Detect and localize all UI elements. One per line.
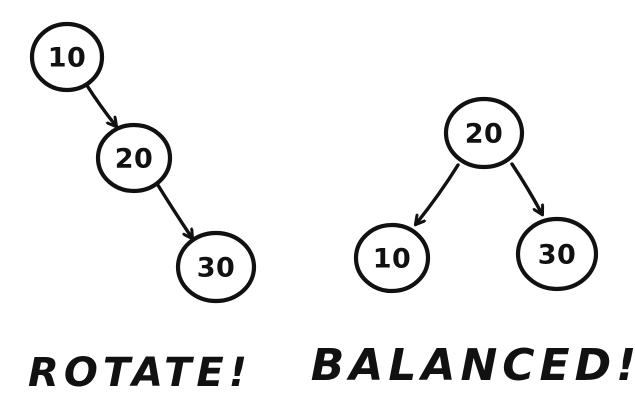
edge-20-to-30	[154, 180, 192, 238]
node-circle	[353, 222, 431, 294]
node-label: 10	[48, 43, 87, 74]
unbalanced-tree: 10 20 30 ROTATE!	[28, 21, 257, 396]
edge-10-to-20	[84, 82, 116, 126]
node-10: 10	[29, 21, 105, 93]
node-circle	[515, 216, 599, 292]
node-label: 20	[465, 119, 504, 150]
balanced-caption: BALANCED!	[311, 340, 635, 391]
node-circle	[443, 96, 525, 170]
node-30: 30	[515, 216, 599, 292]
node-20: 20	[443, 96, 525, 170]
node-20: 20	[95, 122, 173, 194]
node-circle	[29, 21, 105, 93]
rotate-caption: ROTATE!	[28, 350, 252, 396]
node-label: 20	[115, 144, 154, 175]
balanced-tree: 20 10 30 BALANCED!	[311, 96, 635, 391]
node-circle	[175, 230, 257, 304]
node-10: 10	[353, 222, 431, 294]
node-label: 10	[373, 244, 412, 275]
edge-20-to-30	[510, 162, 542, 214]
node-label: 30	[197, 253, 236, 284]
node-label: 30	[538, 240, 577, 271]
node-circle	[95, 122, 173, 194]
edge-20-to-10	[416, 163, 460, 224]
node-30: 30	[175, 230, 257, 304]
